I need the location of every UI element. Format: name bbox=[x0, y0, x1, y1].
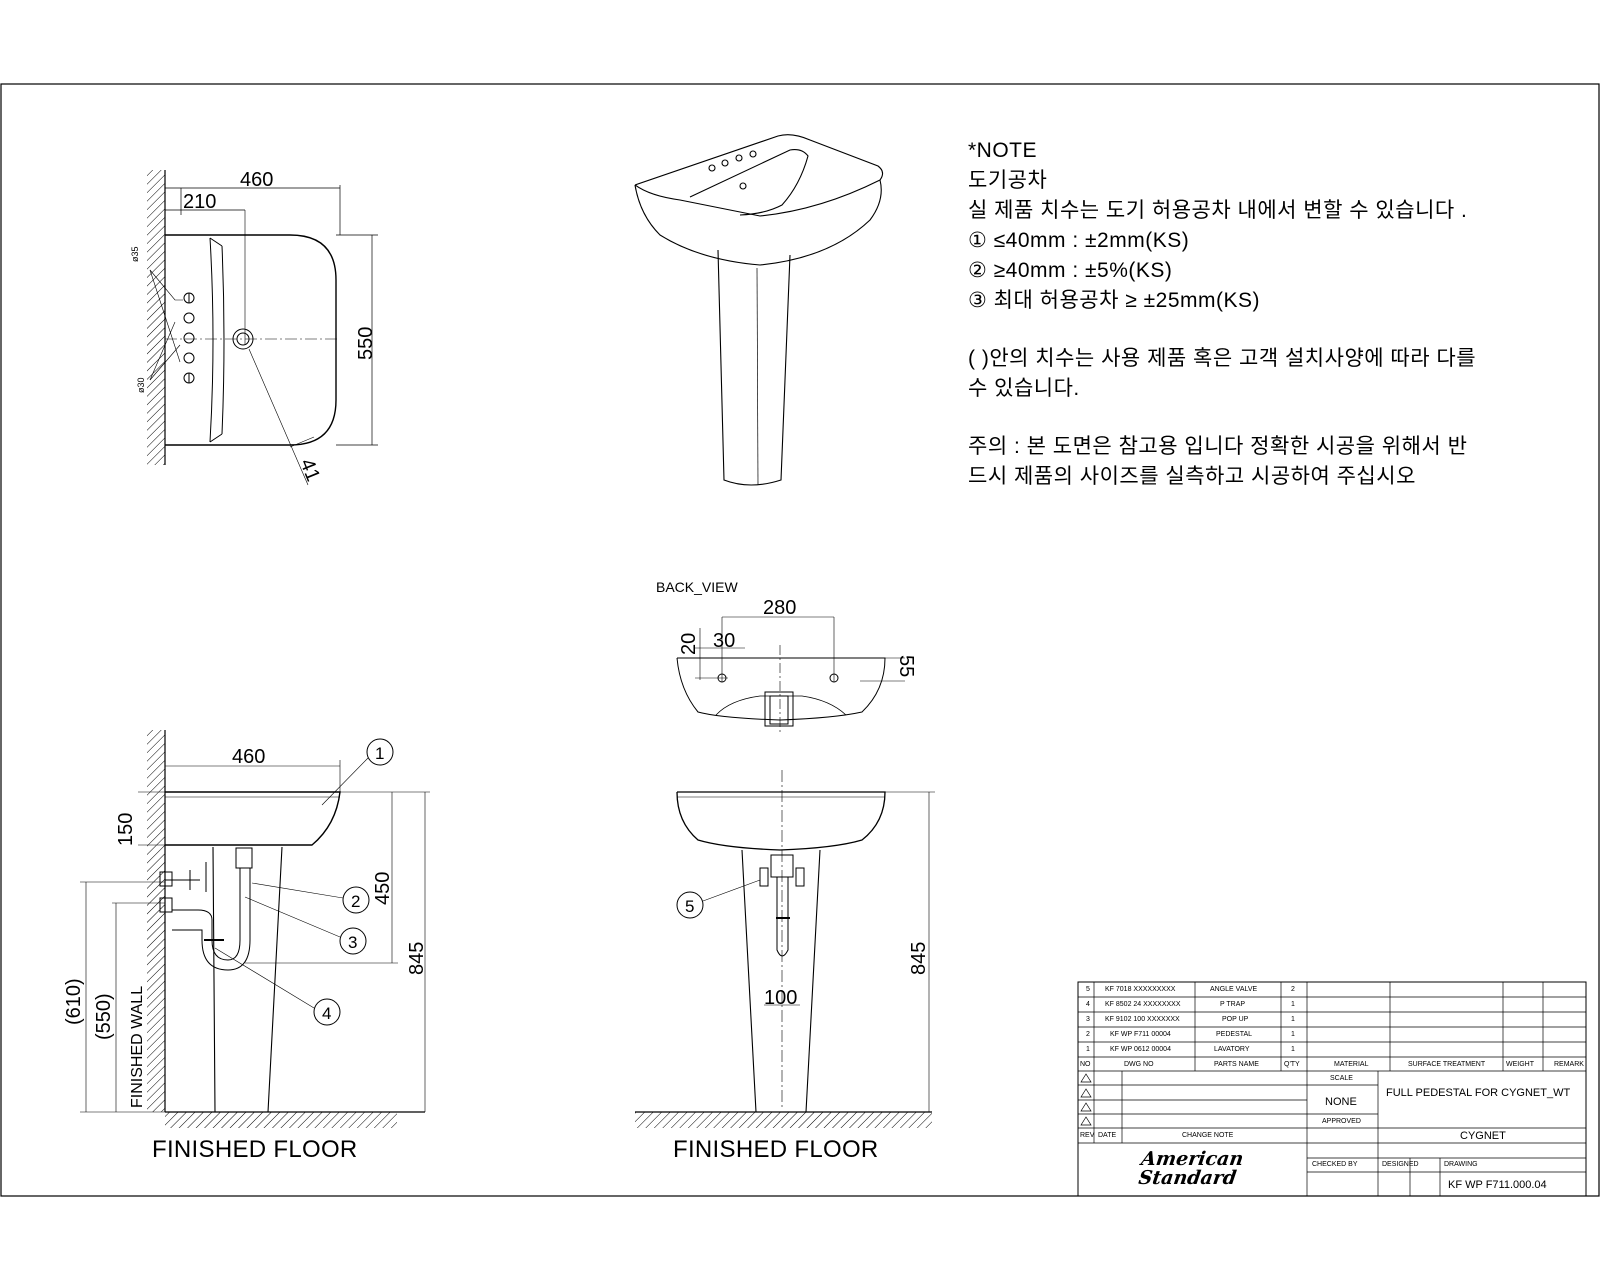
front-view bbox=[635, 770, 935, 1128]
back-dim-30: 30 bbox=[713, 630, 735, 652]
scale-label: SCALE bbox=[1330, 1075, 1353, 1082]
part-row-4-name: P TRAP bbox=[1220, 1001, 1246, 1008]
side-dim-610: (610) bbox=[63, 978, 85, 1025]
note-title: *NOTE bbox=[968, 139, 1038, 162]
part-row-5-qty: 2 bbox=[1291, 986, 1295, 993]
back-dim-280: 280 bbox=[763, 597, 796, 619]
part-row-1-dwg: KF WP 0612 00004 bbox=[1110, 1046, 1171, 1053]
header-qty: Q'TY bbox=[1284, 1061, 1300, 1068]
note-line-2: 실 제품 치수는 도기 허용공차 내에서 변할 수 있습니다 . bbox=[968, 199, 1468, 222]
iso-basin-rim bbox=[634, 134, 884, 186]
side-pedestal bbox=[212, 846, 283, 1113]
note-line-6: ( )안의 치수는 사용 제품 혹은 고객 설치사양에 따라 다를 bbox=[968, 347, 1477, 370]
top-wall-hatch bbox=[147, 170, 165, 465]
date-label: DATE bbox=[1098, 1132, 1117, 1139]
part-row-3-no: 3 bbox=[1086, 1016, 1090, 1023]
part-row-3-dwg: KF 9102 100 XXXXXXX bbox=[1105, 1016, 1180, 1023]
top-dim-460: 460 bbox=[240, 169, 273, 191]
header-material: MATERIAL bbox=[1334, 1061, 1369, 1068]
front-pedestal bbox=[741, 849, 821, 1113]
side-dim-845: 845 bbox=[406, 942, 428, 975]
side-basin bbox=[165, 791, 341, 846]
part-row-2-name: PEDESTAL bbox=[1216, 1031, 1253, 1038]
designed-label: DESIGNED bbox=[1382, 1161, 1419, 1168]
front-floor-hatch bbox=[635, 1112, 932, 1128]
sheet-border bbox=[0, 83, 1600, 1197]
side-view bbox=[80, 730, 430, 1128]
top-dim-d30: ø30 bbox=[136, 377, 146, 393]
approved-label: APPROVED bbox=[1322, 1118, 1361, 1125]
header-surface: SURFACE TREATMENT bbox=[1408, 1061, 1486, 1068]
rev-label: REV bbox=[1080, 1132, 1095, 1139]
back-view-label: BACK_VIEW bbox=[656, 579, 738, 595]
side-dim-550: (550) bbox=[93, 993, 115, 1040]
note-line-1: 도기공차 bbox=[968, 169, 1048, 192]
side-callout-3: 3 bbox=[348, 933, 357, 952]
header-parts-name: PARTS NAME bbox=[1214, 1061, 1259, 1068]
front-dim-845: 845 bbox=[908, 942, 930, 975]
top-dim-41: 41 bbox=[295, 456, 324, 485]
back-dim-20: 20 bbox=[678, 633, 700, 655]
model-name: CYGNET bbox=[1460, 1130, 1506, 1142]
part-row-5-name: ANGLE VALVE bbox=[1210, 986, 1258, 993]
drawing-title: FULL PEDESTAL FOR CYGNET_WT bbox=[1386, 1087, 1571, 1099]
isometric-view bbox=[634, 134, 884, 486]
brand-logo: American Standard bbox=[1137, 1148, 1245, 1189]
side-dim-450: 450 bbox=[372, 872, 394, 905]
checked-label: CHECKED BY bbox=[1312, 1161, 1358, 1168]
top-dim-550: 550 bbox=[355, 327, 377, 360]
note-line-4: ② ≥40mm : ±5%(KS) bbox=[968, 259, 1173, 282]
side-wall-hatch bbox=[147, 730, 165, 1112]
side-floor-label: FINISHED FLOOR bbox=[152, 1136, 358, 1163]
part-row-1-name: LAVATORY bbox=[1214, 1046, 1250, 1053]
part-row-1-qty: 1 bbox=[1291, 1046, 1295, 1053]
brand-logo-line2: Standard bbox=[1137, 1167, 1238, 1189]
note-line-9: 드시 제품의 사이즈를 실측하고 시공하여 주십시오 bbox=[968, 465, 1416, 488]
note-line-3: ① ≤40mm : ±2mm(KS) bbox=[968, 229, 1190, 252]
part-row-3-name: POP UP bbox=[1222, 1016, 1249, 1023]
side-callout-4: 4 bbox=[322, 1004, 331, 1023]
change-note-label: CHANGE NOTE bbox=[1182, 1132, 1234, 1139]
part-row-5-dwg: KF 7018 XXXXXXXXX bbox=[1105, 986, 1176, 993]
part-row-4-qty: 1 bbox=[1291, 1001, 1295, 1008]
part-row-3-qty: 1 bbox=[1291, 1016, 1295, 1023]
iso-pedestal bbox=[717, 249, 791, 486]
note-line-7: 수 있습니다. bbox=[968, 377, 1080, 400]
header-no: NO bbox=[1080, 1061, 1091, 1068]
side-callout-2: 2 bbox=[351, 892, 360, 911]
side-floor-hatch bbox=[165, 1112, 397, 1128]
front-dim-100: 100 bbox=[764, 987, 797, 1009]
back-view bbox=[676, 616, 905, 735]
scale-value: NONE bbox=[1325, 1096, 1357, 1108]
drawing-number: KF WP F711.000.04 bbox=[1448, 1179, 1547, 1191]
front-basin bbox=[676, 791, 886, 851]
front-floor-label: FINISHED FLOOR bbox=[673, 1136, 879, 1163]
side-dim-150: 150 bbox=[115, 813, 137, 846]
top-dim-d35: ø35 bbox=[130, 246, 140, 262]
note-line-8: 주의 : 본 도면은 참고용 입니다 정확한 시공을 위해서 반 bbox=[968, 435, 1468, 458]
back-basin bbox=[676, 657, 886, 721]
top-view bbox=[147, 170, 378, 486]
top-basin-outline bbox=[165, 234, 337, 446]
top-dim-210: 210 bbox=[183, 191, 216, 213]
note-line-5: ③ 최대 허용공차 ≥ ±25mm(KS) bbox=[968, 289, 1260, 312]
part-row-4-no: 4 bbox=[1086, 1001, 1090, 1008]
part-row-2-dwg: KF WP F711 00004 bbox=[1110, 1031, 1171, 1038]
header-dwg: DWG NO bbox=[1124, 1061, 1154, 1068]
part-row-4-dwg: KF 8502 24 XXXXXXXX bbox=[1105, 1001, 1181, 1008]
drawing-label: DRAWING bbox=[1444, 1161, 1478, 1168]
side-dim-460: 460 bbox=[232, 746, 265, 768]
side-callout-1: 1 bbox=[375, 744, 384, 763]
part-row-5-no: 5 bbox=[1086, 986, 1090, 993]
back-dim-55: 55 bbox=[895, 655, 917, 677]
finished-wall-label: FINISHED WALL bbox=[129, 986, 146, 1108]
part-row-2-no: 2 bbox=[1086, 1031, 1090, 1038]
part-row-1-no: 1 bbox=[1086, 1046, 1090, 1053]
header-remark: REMARK bbox=[1554, 1061, 1584, 1068]
part-row-2-qty: 1 bbox=[1291, 1031, 1295, 1038]
title-block bbox=[1077, 981, 1587, 1197]
front-callout-5: 5 bbox=[685, 897, 694, 916]
header-weight: WEIGHT bbox=[1506, 1061, 1534, 1068]
